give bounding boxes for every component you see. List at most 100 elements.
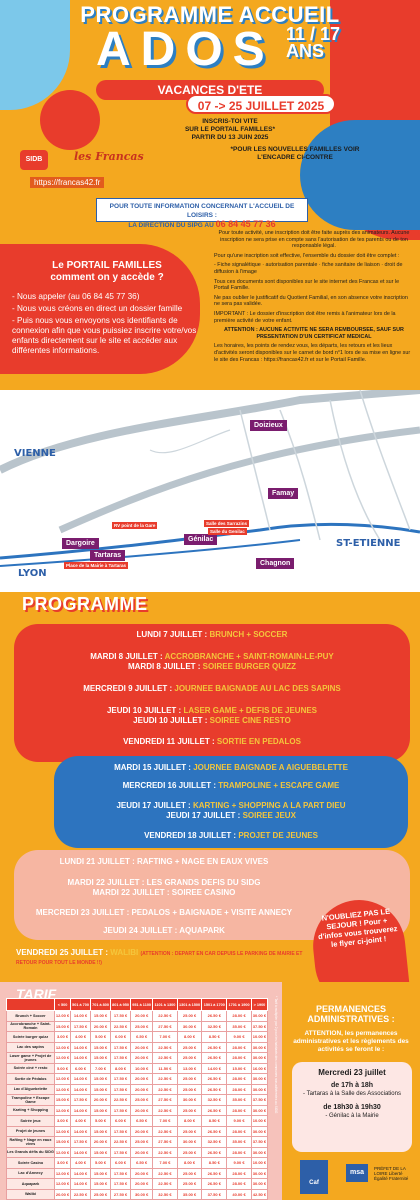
tarif-price-cell: 15.00 € [226,1062,252,1074]
tarif-price-cell: 14.00 € [70,1146,92,1158]
tarif-price-cell: 6.00 € [110,1115,132,1127]
tarif-price-cell: 26.50 € [201,1104,228,1116]
activity-line: MARDI 22 JUILLET : LES GRANDS DEFIS DU S… [14,878,314,887]
tarif-price-cell: 17.50 € [110,1178,132,1190]
meeting-point-tag: RV point de la Gare [112,522,158,529]
age-top: 11 / 17 [286,24,341,44]
tarif-price-cell: 25.00 € [176,1125,203,1137]
walibi-line: VENDREDI 25 JUILLET : WALIBI (ATTENTION … [16,948,316,966]
tarif-price-cell: 25.00 € [130,1020,154,1032]
tarif-price-cell: 27.50 € [152,1020,178,1032]
tarif-price-cell: 28.00 € [226,1178,252,1190]
tarif-price-cell: 14.00 € [70,1052,92,1064]
meeting-point-tag: Place de la Mairie à Tartaras [64,562,128,569]
activity-name: JOURNEE BAIGNADE AU LAC DES SAPINS [174,684,341,693]
portail-item: - Nous appeler (au 06 84 45 77 36) [12,292,140,301]
tarif-price-cell: 14.00 € [70,1010,92,1022]
tarif-price-cell: 22.50 € [152,1041,178,1053]
tarif-header-cell: 801 à 950 [110,998,132,1011]
tarif-price-cell: 15.00 € [90,1083,112,1095]
tarif-price-cell: 22.50 € [152,1167,178,1179]
map-trail [239,409,271,531]
activity-day: LUNDI 21 JUILLET : [59,857,135,866]
tarif-price-cell: 12.00 € [53,1146,72,1158]
age-bottom: ANS [286,41,325,61]
prefecture-logo: PRÉFET DE LA LOIRE Liberté Égalité Frate… [374,1166,409,1181]
activity-line: MERCREDI 9 JUILLET : JOURNEE BAIGNADE AU… [14,684,410,693]
map: VIENNE LYON ST-ETIENNE Doizieux Famay Gé… [0,390,420,592]
tarif-price-cell: 4.00 € [70,1115,92,1127]
tarif-price-cell: 4.00 € [70,1031,92,1043]
tarif-price-cell: 10.00 € [250,1115,269,1127]
activity-name: BRUNCH + SOCCER [209,630,288,639]
tarif-price-cell: 14.00 € [70,1073,92,1085]
rule-paragraph: Pour qu'une inscription soit effective, … [214,252,400,259]
phone-number[interactable]: 06 84 45 77 36 [215,219,276,229]
tarif-activity-label: Projet de jeunes [6,1125,55,1137]
inscription-text: INSCRIS-TOI VITE SUR LE PORTAIL FAMILLES… [150,118,310,142]
activity-name: KARTING + SHOPPING A LA PART DIEU [192,801,346,810]
activity-name: TRAMPOLINE + ESCAPE GAME [218,781,340,790]
tarif-price-cell: 30.00 € [130,1188,154,1200]
tarif-price-cell: 22.50 € [152,1104,178,1116]
tarif-price-cell: 25.00 € [176,1073,203,1085]
tarif-price-cell: 8.50 € [201,1031,228,1043]
tarif-price-cell: 4.00 € [70,1157,92,1169]
tarif-price-cell: 12.00 € [53,1052,72,1064]
tag-tartaras: Tartaras [90,550,126,561]
map-river [0,539,301,567]
activity-name: JOURNEE BAIGNADE A AIGUEBELETTE [193,763,348,772]
tarif-price-cell: 6.00 € [110,1031,132,1043]
tarif-price-cell: 35.00 € [226,1094,252,1106]
tarif-price-cell: 9.00 € [226,1115,252,1127]
francas-logo: les Francas [74,150,144,163]
tarif-activity-label: Soirée ciné + resto [6,1062,55,1074]
tarif-price-cell: 20.00 € [90,1020,112,1032]
contact-line: POUR TOUTE INFORMATION CONCERNANT L'ACCU… [109,203,295,219]
tarif-price-cell: 25.00 € [176,1010,203,1022]
tarif-price-cell: 22.50 € [152,1052,178,1064]
tarif-activity-label: Laser game + Projet de jeunes [6,1052,55,1064]
tarif-price-cell: 22.50 € [110,1020,132,1032]
tarif-activity-label: Rafting + Nage en eaux vives [6,1136,55,1148]
rule-paragraph: Tous ces documents sont disponibles sur … [214,278,400,292]
tarif-price-cell: 17.50 € [110,1083,132,1095]
tarif-price-cell: 30.00 € [176,1136,203,1148]
tarif-price-cell: 28.00 € [226,1073,252,1085]
activity-day: MARDI 22 JUILLET : [92,888,170,897]
tarif-price-cell: 14.00 € [70,1104,92,1116]
activity-name: SOIREE CINE RESTO [209,716,291,725]
tarif-price-cell: 12.00 € [53,1010,72,1022]
activity-name: AQUAPARK [179,926,225,935]
tarif-price-cell: 6.00 € [110,1157,132,1169]
decor-blob [300,120,420,230]
tarif-price-cell: 17.50 € [70,1136,92,1148]
tarif-price-cell: 27.50 € [152,1136,178,1148]
activity-day: MERCREDI 23 JUILLET : [35,908,130,917]
website-link[interactable]: https://francas42.fr [30,177,105,188]
new-families-line: L'ENCADRE CI-CONTRE [257,154,333,161]
tarif-price-cell: 35.00 € [226,1020,252,1032]
title-main: ADOS [96,23,275,76]
activity-name: SOIREE BURGER QUIZZ [202,662,297,671]
tarif-price-cell: 15.00 € [90,1010,112,1022]
permanences-attention: ATTENTION, les permanences administrativ… [293,1030,409,1053]
tarif-price-cell: 17.50 € [110,1167,132,1179]
tarif-price-cell: 6.50 € [130,1031,154,1043]
rule-paragraph: IMPORTANT : Le dossier d'inscription doi… [214,310,396,324]
tarif-price-cell: 12.00 € [53,1104,72,1116]
tarif-price-cell: 14.00 € [70,1178,92,1190]
tarif-price-cell: 8.50 € [201,1157,228,1169]
title-top: PROGRAMME ACCUEIL [80,2,340,27]
tarif-price-cell: 17.50 € [70,1020,92,1032]
activity-name: LASER GAME + DEFIS DE JEUNES [183,706,318,715]
tarif-price-cell: 17.50 € [110,1052,132,1064]
tarif-price-cell: 5.00 € [53,1062,72,1074]
tarif-activity-label: Walibi [6,1188,55,1200]
activity-line: VENDREDI 18 JUILLET : PROJET DE JEUNES [54,831,408,840]
